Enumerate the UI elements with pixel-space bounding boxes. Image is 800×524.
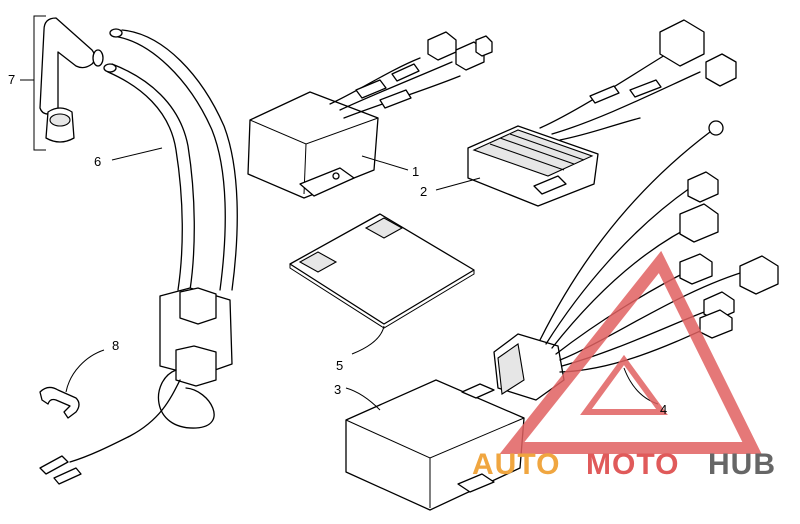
- ring-terminal: [708, 120, 724, 136]
- voltage-regulator-group: [435, 19, 737, 207]
- harness-wire-2: [545, 187, 691, 345]
- harness-plug-b: [679, 203, 719, 243]
- regulator-mount-tab: [533, 175, 567, 195]
- pad-corner-a: [364, 217, 404, 239]
- wire-clip: [39, 386, 80, 419]
- coil-lower-block: [175, 345, 217, 387]
- module-harness-a: [329, 57, 421, 105]
- cdi-box-body: [345, 379, 525, 511]
- pad-corner-b: [298, 251, 338, 273]
- mount-hole: [332, 172, 340, 180]
- callout-4: 4: [660, 402, 667, 417]
- high-tension-lead-b-edge: [111, 63, 195, 291]
- regulator-plug-main: [659, 19, 705, 67]
- regulator-sleeve-1: [589, 85, 620, 104]
- wire-clip-group: [39, 349, 105, 419]
- watermark-word-auto: AUTO: [472, 448, 560, 481]
- callout-2-leader: [435, 177, 481, 191]
- bullet-connector-b: [53, 467, 82, 485]
- callout-6-leader: [111, 147, 163, 161]
- high-tension-lead-a-edge: [121, 29, 238, 291]
- high-tension-lead-b: [107, 71, 183, 291]
- connector-plug-1c: [475, 35, 493, 57]
- regulator-fin-2: [499, 137, 575, 165]
- callout-8-leader: [65, 349, 105, 393]
- ignition-coil-group: [39, 28, 238, 485]
- cdi-box-mount-tab: [457, 473, 495, 493]
- coil-primary-lead: [69, 379, 181, 463]
- callout-1: 1: [412, 164, 419, 179]
- high-tension-lead-a: [111, 35, 226, 291]
- lead-b-end: [103, 63, 117, 73]
- cdi-box-connector: [461, 383, 495, 399]
- boot-opening: [49, 113, 71, 127]
- regulator-sleeve-2: [629, 79, 662, 98]
- regulator-lead-c: [559, 117, 641, 141]
- watermark-triangle: [499, 250, 762, 454]
- control-module-mount-tab: [299, 167, 355, 197]
- callout-5: 5: [336, 358, 343, 373]
- insulator-pad-group: [289, 213, 475, 355]
- regulator-fins: [472, 129, 594, 177]
- harness-sleeve-2: [391, 63, 420, 82]
- control-module-group: [247, 31, 493, 199]
- harness-wire-3: [551, 221, 701, 349]
- lead-a-end: [109, 28, 123, 38]
- callout-3-leader: [345, 387, 381, 411]
- cdi-box-group: [345, 379, 525, 511]
- callout-7-bracket: [33, 15, 46, 151]
- connector-plug-1a: [427, 31, 457, 61]
- harness-plug-a: [687, 171, 719, 203]
- coil-top-block: [179, 287, 217, 325]
- callout-7: 7: [8, 72, 15, 87]
- regulator-lead-b: [551, 71, 701, 135]
- spark-plug-cap: [39, 17, 96, 115]
- callout-1-leader: [361, 155, 409, 171]
- callout-3: 3: [334, 382, 341, 397]
- callout-5-leader: [351, 325, 385, 355]
- module-harness-b: [339, 61, 453, 111]
- harness-sleeve-3: [379, 89, 412, 109]
- callout-8: 8: [112, 338, 119, 353]
- harness-sleeve-1: [355, 79, 387, 99]
- watermark-word-hub: HUB: [708, 448, 776, 481]
- watermark-triangle-inner: [580, 354, 668, 415]
- bullet-connector-a: [39, 455, 69, 475]
- harness-plug-c: [679, 253, 713, 285]
- coil-primary-lead-2: [157, 369, 215, 429]
- regulator-fin-1: [489, 143, 565, 171]
- automotohub-watermark: AUTO MOTO HUB: [472, 250, 776, 481]
- callout-2: 2: [420, 184, 427, 199]
- harness-plug-d: [739, 255, 779, 295]
- callout-6: 6: [94, 154, 101, 169]
- multi-plug-face: [497, 343, 525, 395]
- harness-wire-1: [539, 131, 711, 341]
- spark-plug-cap-group: [20, 15, 104, 151]
- watermark-word-moto: MOTO: [586, 448, 679, 481]
- harness-wire-5: [559, 269, 751, 361]
- regulator-fin-3: [509, 133, 585, 161]
- cap-opening: [92, 49, 104, 67]
- regulator-plug-small: [705, 53, 737, 87]
